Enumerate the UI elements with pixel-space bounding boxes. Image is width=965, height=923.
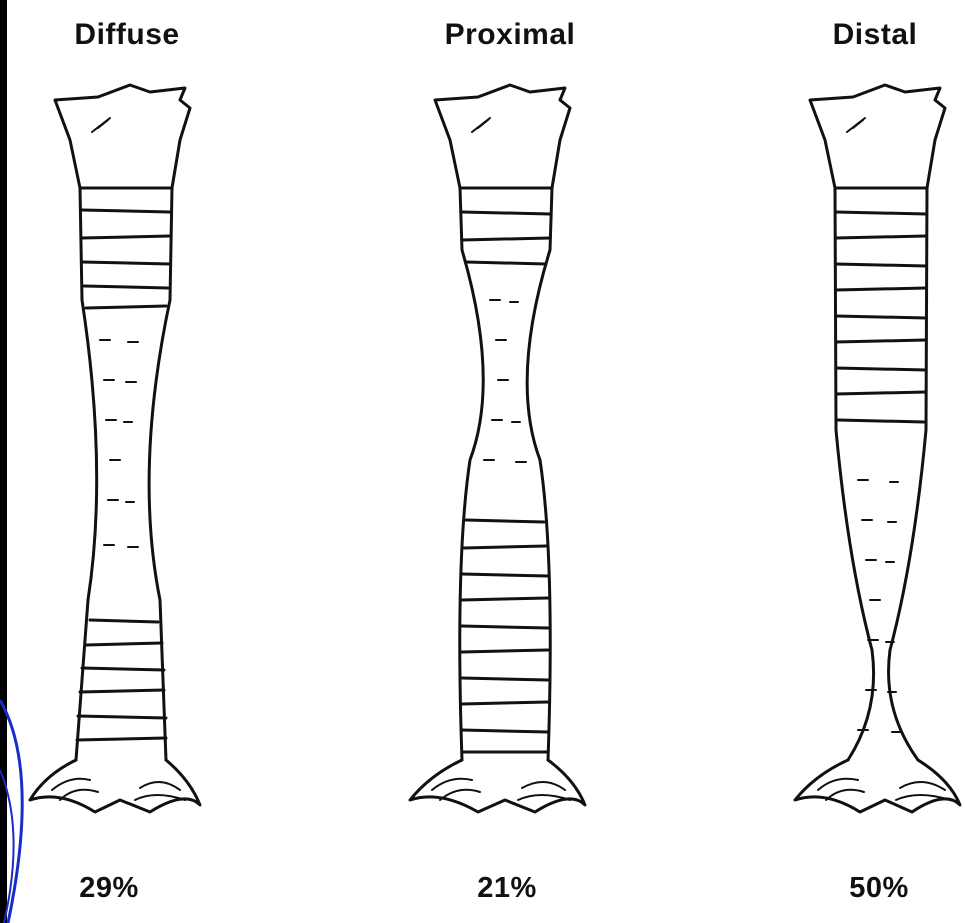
trachea-distal bbox=[795, 85, 960, 812]
trachea-proximal bbox=[410, 85, 585, 812]
trachea-diffuse bbox=[30, 85, 200, 812]
